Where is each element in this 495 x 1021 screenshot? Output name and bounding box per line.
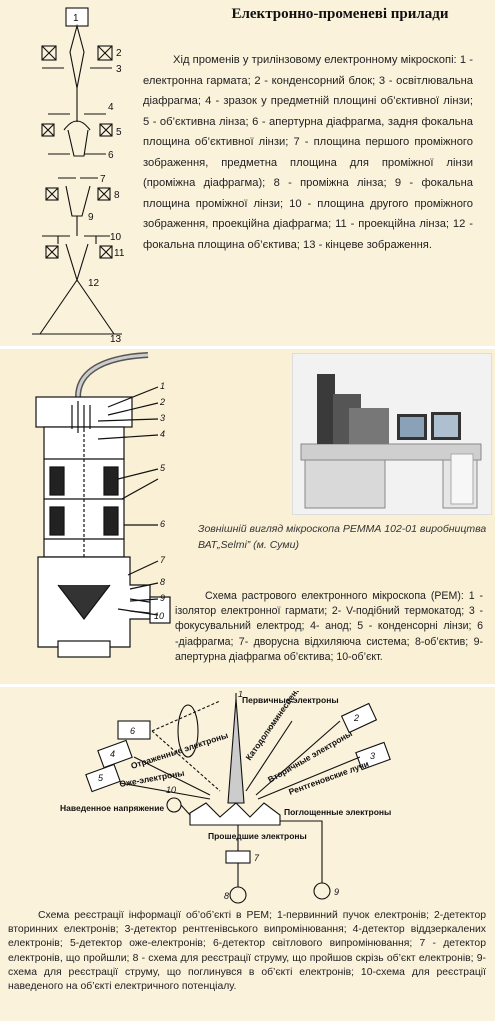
section-sem: 1 2 3 4 5 6 7 8 9 10 Зовнішній вигл <box>0 346 495 687</box>
box-label-7: 7 <box>254 853 260 863</box>
microscope-photo <box>292 353 492 515</box>
sem-label-1: 1 <box>160 381 165 391</box>
label-primary-electrons: Первичные электроны <box>242 695 339 705</box>
tem-label-11: 11 <box>114 248 125 259</box>
tem-label-5: 5 <box>116 127 122 138</box>
sem-label-9: 9 <box>160 593 165 603</box>
photo-caption: Зовнішній вигляд мікроскопа РЕММА 102-01… <box>198 523 487 551</box>
box-label-1: 1 <box>238 691 243 699</box>
tem-ray-diagram: 1 2 3 4 5 6 7 8 9 10 11 12 13 <box>32 7 125 344</box>
tem-label-12: 12 <box>88 278 100 289</box>
sem-schematic: 1 2 3 4 5 6 7 8 9 10 <box>35 352 171 658</box>
box-label-6: 6 <box>130 726 135 736</box>
label-absorbed-electrons: Поглощенные электроны <box>284 807 391 817</box>
tem-label-1: 1 <box>73 13 79 24</box>
box-label-10: 10 <box>166 785 176 795</box>
signal-registration-description: Схема реєстрації інформації об’об’єкті в… <box>8 910 486 993</box>
sem-label-6: 6 <box>160 519 165 529</box>
box-label-5: 5 <box>98 773 104 783</box>
tem-label-9: 9 <box>88 212 94 223</box>
tem-label-8: 8 <box>114 190 120 201</box>
section-signal-registration: Первичные электроны Катодолюминесценция … <box>0 684 495 1021</box>
label-passed-electrons: Прошедшие электроны <box>208 831 307 841</box>
signal-detection-diagram: Первичные электроны Катодолюминесценция … <box>60 691 391 904</box>
sem-label-10: 10 <box>154 611 164 621</box>
microscope-illustration <box>293 354 491 514</box>
page-title: Електронно-променеві прилади <box>231 6 449 22</box>
section-tem: Електронно-променеві прилади <box>0 0 495 346</box>
sem-description: Схема растрового електронного мікроскопа… <box>175 590 483 663</box>
box-label-3: 3 <box>370 751 375 761</box>
tem-description: Хід променів у трилінзовому електронному… <box>143 54 473 251</box>
sem-label-7: 7 <box>160 555 166 565</box>
sem-label-3: 3 <box>160 413 165 423</box>
sem-label-5: 5 <box>160 463 166 473</box>
tem-label-2: 2 <box>116 48 122 59</box>
tem-label-3: 3 <box>116 64 122 75</box>
tem-label-4: 4 <box>108 102 114 113</box>
sem-label-8: 8 <box>160 577 165 587</box>
tem-label-7: 7 <box>100 174 106 185</box>
box-label-8: 8 <box>224 891 229 901</box>
tem-label-6: 6 <box>108 150 114 161</box>
sem-label-4: 4 <box>160 429 165 439</box>
sem-label-2: 2 <box>159 397 165 407</box>
box-label-9: 9 <box>334 887 339 897</box>
box-label-2: 2 <box>353 713 359 723</box>
tem-label-13: 13 <box>110 334 122 344</box>
label-induced-voltage: Наведенное напряжение <box>60 803 164 813</box>
tem-label-10: 10 <box>110 232 122 243</box>
box-label-4: 4 <box>110 749 115 759</box>
